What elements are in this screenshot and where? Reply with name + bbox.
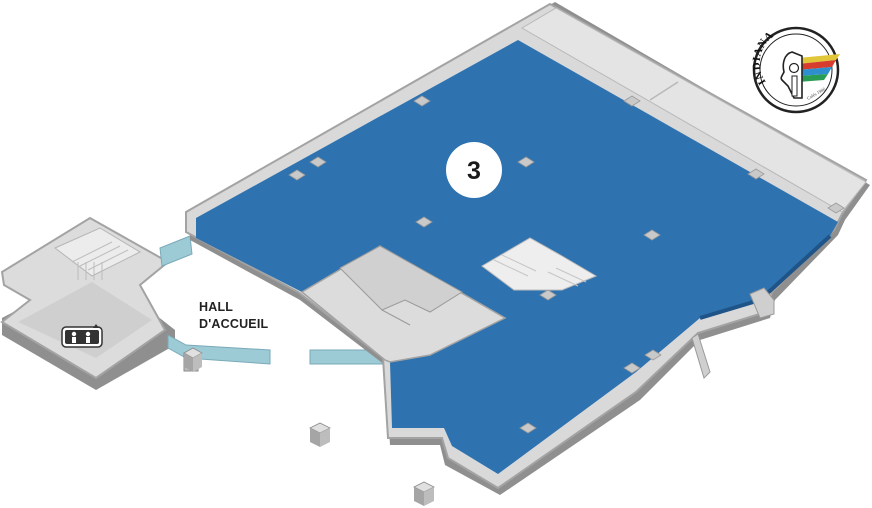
cube-2 [413, 481, 435, 506]
cube-3 [183, 347, 203, 372]
top-right-strip [521, 7, 867, 213]
hall-label: HALL [199, 300, 233, 314]
left-annex-inner [18, 282, 152, 358]
room-3-badge [446, 142, 502, 198]
glass-link-right [309, 349, 383, 365]
cube-1 [309, 422, 331, 447]
elevator-icon[interactable] [61, 324, 103, 348]
main-building[interactable]: 3 [185, 2, 870, 495]
indiana-logo: INDIANA Cafés 1986 [751, 26, 840, 114]
glass-link-top [159, 235, 193, 267]
strip-divider [649, 81, 679, 101]
staircase-icon [481, 237, 598, 291]
inner-core-wall [381, 309, 411, 326]
staircase-icon [54, 227, 142, 280]
glass-link-left [167, 334, 271, 365]
room-3-marker[interactable]: 3 [446, 142, 502, 198]
feather-icon [798, 54, 840, 82]
columns [288, 95, 845, 434]
left-annex[interactable] [0, 216, 175, 390]
wall-stub [691, 333, 711, 379]
wall-corner [749, 287, 775, 319]
hall-label-line2: D'ACCUEIL [199, 317, 269, 331]
chief-profile-icon [780, 51, 803, 99]
room-number: 3 [467, 157, 481, 185]
